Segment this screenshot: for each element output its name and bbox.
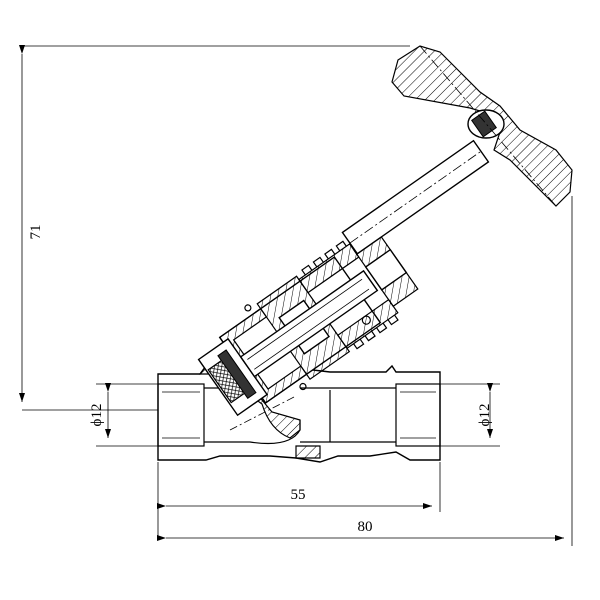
- bonnet-assembly: [197, 232, 419, 417]
- inner-length-label: 55: [291, 487, 306, 503]
- dimension-inlet-diameter: ϕ12: [89, 383, 160, 447]
- dimension-height: 71: [19, 45, 410, 411]
- inlet-diameter-label: ϕ12: [89, 404, 105, 427]
- handle[interactable]: [391, 45, 573, 207]
- outlet-diameter-label: ϕ12: [477, 404, 493, 427]
- spindle: [341, 139, 490, 255]
- height-dimension-label: 71: [28, 225, 44, 240]
- dimension-inner-length: 55: [157, 462, 441, 540]
- dimension-outlet-diameter: ϕ12: [440, 383, 500, 447]
- dimension-overall-length: 80: [157, 196, 573, 546]
- overall-length-label: 80: [358, 519, 373, 535]
